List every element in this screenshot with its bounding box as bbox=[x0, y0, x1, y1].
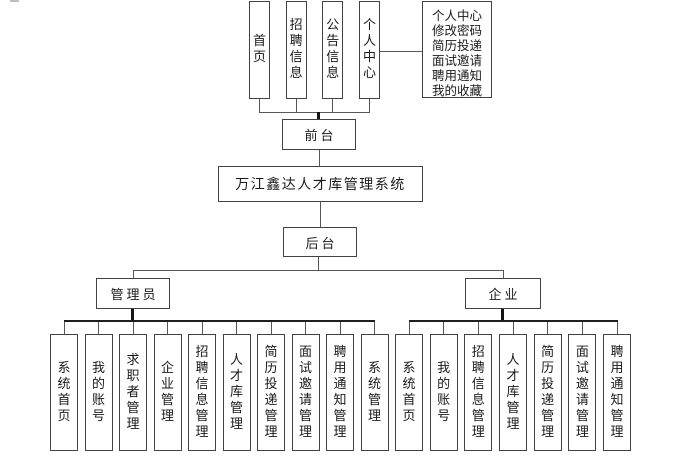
admin-module-label-7: 面试邀请管理 bbox=[298, 344, 312, 440]
company-module-node-5: 面试邀请管理 bbox=[568, 334, 597, 451]
admin-module-stub-5 bbox=[236, 322, 237, 334]
admin-module-node-9: 系统管理 bbox=[360, 334, 389, 451]
admin-module-stub-0 bbox=[63, 322, 65, 334]
admin-module-node-2: 求职者管理 bbox=[119, 334, 147, 451]
company-role-node: 企业 bbox=[465, 278, 541, 309]
admin-module-node-0: 系统首页 bbox=[50, 334, 78, 451]
connector-company-stub-top bbox=[503, 270, 504, 278]
admin-module-node-4: 招聘信息管理 bbox=[188, 334, 216, 451]
connector-front-root bbox=[319, 150, 320, 166]
admin-module-stub-1 bbox=[98, 322, 99, 334]
admin-module-stub-6 bbox=[270, 322, 272, 334]
admin-module-node-5: 人才库管理 bbox=[222, 334, 251, 451]
admin-module-node-3: 企业管理 bbox=[153, 334, 182, 451]
company-module-stub-0 bbox=[408, 322, 410, 334]
company-module-stub-4 bbox=[547, 322, 549, 334]
front-page-label-3: 个人中心 bbox=[362, 18, 376, 81]
admin-module-stub-8 bbox=[339, 322, 341, 334]
admin-module-node-7: 面试邀请管理 bbox=[291, 334, 320, 451]
connector-back-roles bbox=[318, 257, 319, 270]
company-module-label-3: 人才库管理 bbox=[506, 352, 520, 432]
company-module-label-5: 面试邀请管理 bbox=[575, 344, 589, 440]
front-page-label-2: 公告信息 bbox=[326, 18, 340, 81]
front-page-node-1: 招聘信息 bbox=[285, 1, 307, 99]
company-module-label-0: 系统首页 bbox=[402, 360, 416, 424]
company-module-stub-2 bbox=[477, 322, 479, 334]
back-node: 后台 bbox=[283, 227, 357, 257]
front-page-stub-0 bbox=[259, 99, 260, 112]
admin-module-label-1: 我的账号 bbox=[91, 360, 105, 424]
front-page-node-0: 首页 bbox=[249, 1, 270, 99]
company-module-stub-3 bbox=[512, 322, 514, 334]
connector-roles bbox=[133, 270, 503, 271]
admin-module-label-6: 简历投递管理 bbox=[264, 344, 278, 440]
company-module-node-0: 系统首页 bbox=[395, 334, 423, 451]
admin-module-label-5: 人才库管理 bbox=[229, 352, 243, 432]
admin-module-label-2: 求职者管理 bbox=[126, 352, 140, 432]
connector-front-stub bbox=[317, 112, 320, 119]
company-module-label-2: 招聘信息管理 bbox=[471, 344, 485, 440]
panel-line: 面试邀请 bbox=[432, 53, 483, 68]
company-module-node-1: 我的账号 bbox=[429, 334, 458, 451]
admin-module-stub-3 bbox=[167, 322, 168, 334]
company-module-stub-6 bbox=[616, 322, 618, 334]
panel-line: 聘用通知 bbox=[432, 68, 483, 83]
admin-module-stub-9 bbox=[374, 322, 375, 334]
admin-module-label-8: 聘用通知管理 bbox=[333, 344, 347, 440]
front-node: 前台 bbox=[282, 119, 356, 150]
admin-module-stub-4 bbox=[201, 322, 203, 334]
admin-module-stub-2 bbox=[132, 322, 134, 334]
front-page-stub-2 bbox=[332, 99, 334, 112]
panel-line: 简历投递 bbox=[432, 38, 483, 53]
connector-company-stub-bottom bbox=[501, 309, 504, 321]
company-module-label-4: 简历投递管理 bbox=[541, 344, 555, 440]
admin-module-stub-7 bbox=[305, 322, 306, 334]
personal-center-panel: 个人中心 修改密码 简历投递 面试邀请 聘用通知 我的收藏 bbox=[422, 1, 492, 98]
company-module-label-6: 聘用通知管理 bbox=[610, 344, 624, 440]
company-module-node-4: 简历投递管理 bbox=[533, 334, 562, 451]
front-page-stub-3 bbox=[369, 99, 370, 112]
front-page-node-2: 公告信息 bbox=[322, 1, 344, 99]
front-page-label-1: 招聘信息 bbox=[289, 18, 303, 81]
company-module-label-1: 我的账号 bbox=[437, 360, 451, 424]
admin-module-label-9: 系统管理 bbox=[367, 360, 381, 424]
admin-role-node: 管理员 bbox=[96, 278, 170, 309]
front-page-node-3: 个人中心 bbox=[359, 1, 380, 99]
front-page-stub-1 bbox=[295, 99, 297, 112]
panel-line: 我的收藏 bbox=[432, 83, 483, 98]
admin-module-node-1: 我的账号 bbox=[84, 334, 113, 451]
panel-line: 个人中心 bbox=[432, 8, 483, 23]
root-node: 万江鑫达人才库管理系统 bbox=[218, 166, 423, 202]
admin-module-label-0: 系统首页 bbox=[57, 360, 71, 424]
company-module-node-2: 招聘信息管理 bbox=[464, 334, 493, 451]
company-module-node-6: 聘用通知管理 bbox=[603, 334, 631, 451]
company-module-stub-1 bbox=[443, 322, 445, 334]
connector-admin-stub-top bbox=[133, 270, 134, 278]
connector-admin-modules bbox=[64, 320, 375, 322]
connector-company-modules bbox=[409, 320, 618, 322]
edge-artifact bbox=[10, 0, 19, 2]
connector-root-back bbox=[320, 202, 321, 227]
admin-module-node-6: 简历投递管理 bbox=[257, 334, 285, 451]
panel-line: 修改密码 bbox=[432, 23, 483, 38]
admin-module-label-4: 招聘信息管理 bbox=[195, 344, 209, 440]
front-page-label-0: 首页 bbox=[252, 34, 266, 65]
connector-personal-panel bbox=[380, 51, 422, 52]
admin-module-node-8: 聘用通知管理 bbox=[326, 334, 354, 451]
admin-module-label-3: 企业管理 bbox=[160, 360, 174, 424]
company-module-node-3: 人才库管理 bbox=[499, 334, 527, 451]
company-module-stub-5 bbox=[581, 322, 583, 334]
connector-front-pages bbox=[259, 112, 370, 113]
connector-admin-stub-bottom bbox=[131, 309, 134, 321]
